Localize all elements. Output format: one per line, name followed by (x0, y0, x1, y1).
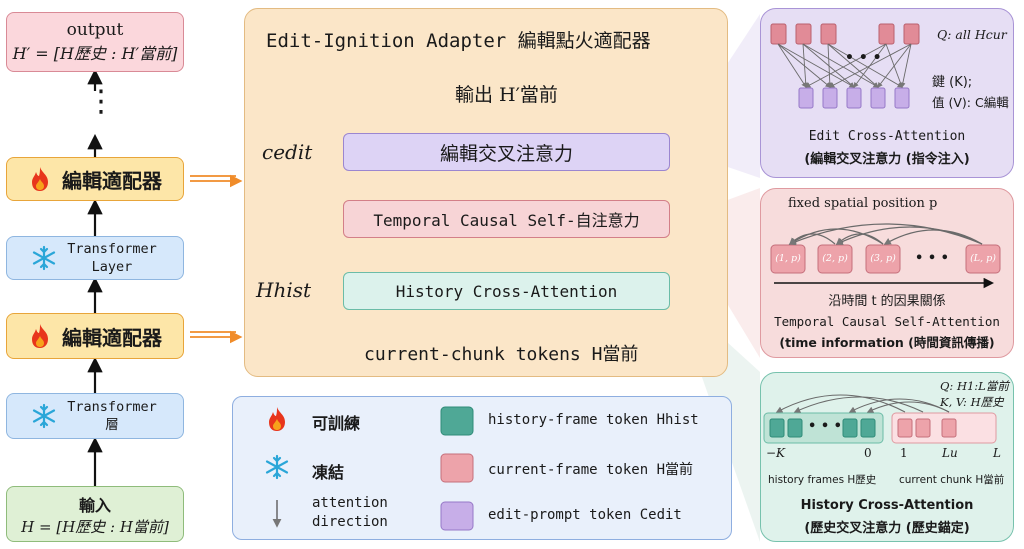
transformer-layer-label: Transformer Layer (67, 241, 157, 275)
history-frames-label: history frames H歷史 (768, 474, 877, 486)
history-tick-l: L (993, 446, 1001, 460)
edit-ignition-adapter-panel (244, 8, 728, 377)
legend-history-swatch (440, 406, 474, 436)
edit-q-label: Q: all Hcur (937, 27, 1007, 42)
temporal-caption-2: (time information (時間資訊傳播) (779, 335, 995, 350)
temporal-top-label: fixed spatial position p (788, 196, 938, 211)
fire-icon (32, 324, 48, 348)
history-tick-minus-k: −K (766, 446, 786, 460)
history-tick-one: 1 (900, 446, 908, 460)
legend-panel (232, 396, 732, 540)
legend-edit-token: edit-prompt token Cedit (488, 507, 682, 523)
c-edit-label: cedit (262, 140, 313, 164)
history-tick-zero: 0 (864, 446, 872, 460)
input-box: 輸入 H = [H歷史 : H當前] (6, 486, 184, 542)
legend-edit-swatch (440, 501, 474, 531)
snowflake-icon (32, 403, 56, 429)
edit-caption-1: Edit Cross-Attention (808, 129, 966, 144)
edit-cross-attention-block[interactable]: 編輯交叉注意力 (343, 133, 670, 171)
edit-kv-label-1: 鍵 (K); (932, 75, 973, 90)
input-title: 輸入 (78, 495, 111, 515)
temporal-self-attention-block[interactable]: Temporal Causal Self-自注意力 (343, 200, 670, 238)
history-tick-lu: Lu (942, 446, 958, 460)
edit-adapter-bottom-label: 編輯適配器 (62, 325, 162, 350)
legend-fire-icon (269, 407, 285, 431)
transformer-layer-box-zh[interactable]: Transformer 層 (6, 393, 184, 439)
legend-trainable: 可訓練 (312, 414, 361, 433)
transformer-layer-zh-label: Transformer 層 (67, 399, 157, 433)
history-kv-label: K, V: H歷史 (940, 395, 1004, 409)
temporal-token-L: (L, p) (970, 253, 996, 264)
legend-frozen: 凍結 (312, 463, 345, 482)
temporal-token-1: (1, p) (775, 253, 801, 264)
edit-adapter-top[interactable]: 編輯適配器 (6, 157, 184, 201)
edit-kv-label-2: 值 (V): C編輯 (932, 95, 1009, 110)
input-formula: H = [H歷史 : H當前] (21, 517, 169, 536)
temporal-token-2: (2, p) (822, 253, 848, 264)
history-cross-attention-block[interactable]: History Cross-Attention (343, 272, 670, 310)
snowflake-icon (32, 245, 56, 271)
edit-dots: • • • (845, 50, 882, 66)
history-cross-attention-label: History Cross-Attention (395, 281, 618, 301)
output-formula: H′ = [H歷史 : H′當前] (12, 44, 178, 63)
transformer-layer-box[interactable]: Transformer Layer (6, 236, 184, 280)
history-dots: • • • (808, 419, 842, 434)
temporal-token-3: (3, p) (870, 253, 896, 264)
adapter-title: Edit-Ignition Adapter 編輯點火適配器 (266, 30, 651, 52)
history-caption-2: (歷史交叉注意力 (歷史錨定) (804, 521, 970, 536)
temporal-dots: • • • (915, 251, 949, 266)
vertical-dots: ⋮ (86, 84, 116, 119)
legend-current-token: current-frame token H當前 (488, 462, 694, 478)
temporal-self-attention-label: Temporal Causal Self-自注意力 (373, 211, 640, 230)
temporal-axis-label: 沿時間 t 的因果關係 (828, 294, 946, 309)
edit-adapter-top-label: 編輯適配器 (62, 168, 162, 193)
adapter-output-label: 輸出 H′當前 (455, 84, 558, 106)
legend-attention-2: direction (312, 514, 388, 530)
edit-caption-2: (編輯交叉注意力 (指令注入) (804, 152, 970, 167)
history-caption-1: History Cross-Attention (800, 498, 974, 513)
legend-attention-1: attention (312, 495, 388, 511)
h-hist-label: Hhist (256, 278, 312, 302)
adapter-input-label: current-chunk tokens H當前 (364, 344, 639, 365)
fire-icon (32, 167, 48, 191)
temporal-caption-1: Temporal Causal Self-Attention (774, 314, 1000, 329)
output-box: output H′ = [H歷史 : H′當前] (6, 12, 184, 72)
legend-history-token: history-frame token Hhist (488, 412, 699, 428)
legend-current-swatch (440, 453, 474, 483)
legend-snowflake-icon (265, 454, 289, 480)
output-title: output (66, 20, 124, 40)
history-q-label: Q: H1:L當前 (940, 379, 1009, 393)
current-chunk-label: current chunk H當前 (899, 474, 1005, 486)
history-attention-detail (760, 372, 1014, 542)
edit-cross-attention-label: 編輯交叉注意力 (439, 142, 573, 165)
edit-adapter-bottom[interactable]: 編輯適配器 (6, 313, 184, 359)
